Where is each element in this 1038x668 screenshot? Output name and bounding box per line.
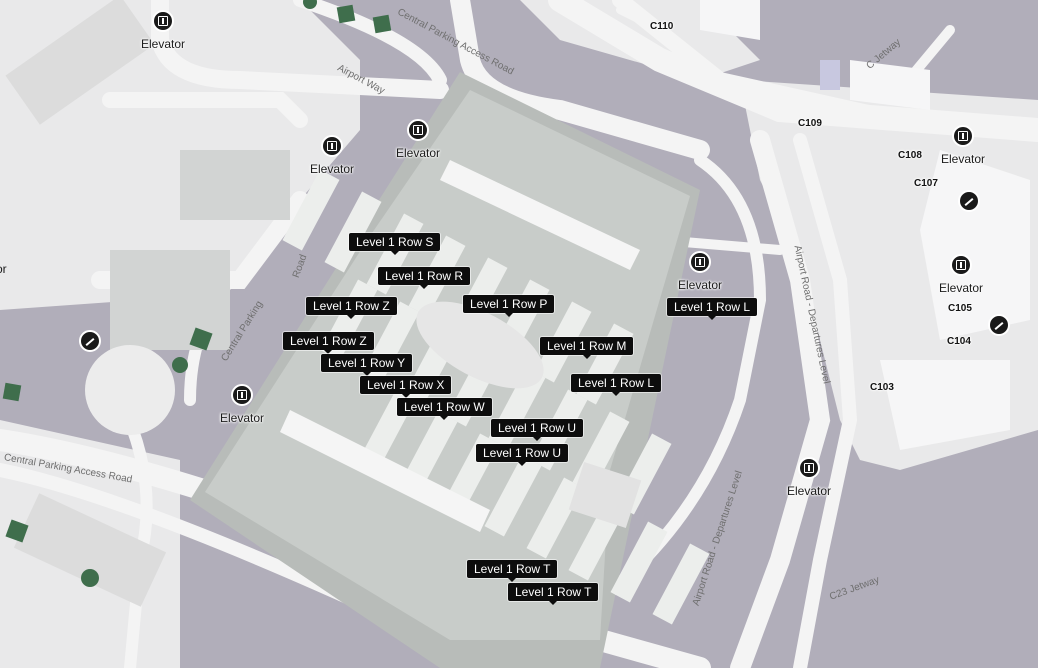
row-pin-r[interactable]: Level 1 Row R	[378, 267, 471, 289]
row-pin-u-upper[interactable]: Level 1 Row U	[491, 419, 584, 441]
row-pin-z-lower[interactable]: Level 1 Row Z	[283, 332, 374, 354]
gate-label-c107[interactable]: C107	[914, 178, 938, 189]
escalator-icon[interactable]	[79, 330, 101, 352]
gate-label-c105[interactable]: C105	[948, 303, 972, 314]
parking-stall-block	[324, 191, 382, 273]
elevator-label: Elevator	[677, 278, 723, 292]
elevator-marker-8[interactable]: Elevator	[759, 457, 859, 498]
gate-label-c103[interactable]: C103	[870, 382, 894, 393]
elevator-label: Elevator	[395, 146, 441, 160]
row-pin-x[interactable]: Level 1 Row X	[360, 376, 452, 398]
parking-stall-block	[484, 455, 542, 537]
elevator-icon	[689, 251, 711, 273]
elevator-marker-2[interactable]: Elevator	[282, 135, 382, 176]
gate-label-c109[interactable]: C109	[798, 118, 822, 129]
row-pin-y[interactable]: Level 1 Row Y	[321, 354, 413, 376]
elevator-icon	[952, 125, 974, 147]
row-pin-l-lower[interactable]: Level 1 Row L	[571, 374, 662, 396]
parking-stall-block	[610, 521, 668, 603]
elevator-marker-5[interactable]: Elevator	[650, 251, 750, 292]
parking-stall-block	[282, 169, 340, 251]
row-pin-p[interactable]: Level 1 Row P	[463, 295, 555, 317]
elevator-marker-6[interactable]: Elevator	[913, 125, 1013, 166]
elevator-icon	[950, 254, 972, 276]
escalator-icon[interactable]	[988, 314, 1010, 336]
elevator-label: Elevator	[219, 411, 265, 425]
row-pin-t-upper[interactable]: Level 1 Row T	[467, 560, 558, 582]
trees	[2, 0, 392, 587]
parking-stall-block	[652, 543, 710, 625]
row-pin-u-lower[interactable]: Level 1 Row U	[476, 444, 569, 466]
elevator-label: Elevator	[940, 152, 986, 166]
elevator-icon	[407, 119, 429, 141]
edge-text: or	[0, 262, 7, 276]
elevator-icon	[152, 10, 174, 32]
row-pin-t-lower[interactable]: Level 1 Row T	[508, 583, 599, 605]
elevator-icon	[321, 135, 343, 157]
elevator-marker-3[interactable]: Elevator	[368, 119, 468, 160]
elevator-label: Elevator	[309, 162, 355, 176]
elevator-label: Elevator	[786, 484, 832, 498]
escalator-icon[interactable]	[958, 190, 980, 212]
row-pin-z-upper[interactable]: Level 1 Row Z	[306, 297, 397, 319]
elevator-label: Elevator	[938, 281, 984, 295]
row-pin-w[interactable]: Level 1 Row W	[397, 398, 492, 420]
elevator-marker-4[interactable]: Elevator	[192, 384, 292, 425]
elevator-marker-1[interactable]: Elevator	[113, 10, 213, 51]
gate-label-c110[interactable]: C110	[650, 21, 674, 32]
elevator-icon	[798, 457, 820, 479]
row-pin-s[interactable]: Level 1 Row S	[349, 233, 441, 255]
row-pin-l-upper[interactable]: Level 1 Row L	[667, 298, 758, 320]
row-pin-m[interactable]: Level 1 Row M	[540, 337, 634, 359]
parking-stall-block	[400, 411, 458, 493]
elevator-label: Elevator	[140, 37, 186, 51]
parking-stall-block	[526, 477, 584, 559]
gate-label-c108[interactable]: C108	[898, 150, 922, 161]
gate-label-c104[interactable]: C104	[947, 336, 971, 347]
surface-lots	[5, 0, 290, 607]
elevator-marker-7[interactable]: Elevator	[911, 254, 1011, 295]
elevator-icon	[231, 384, 253, 406]
terminal-buildings	[700, 0, 1030, 450]
